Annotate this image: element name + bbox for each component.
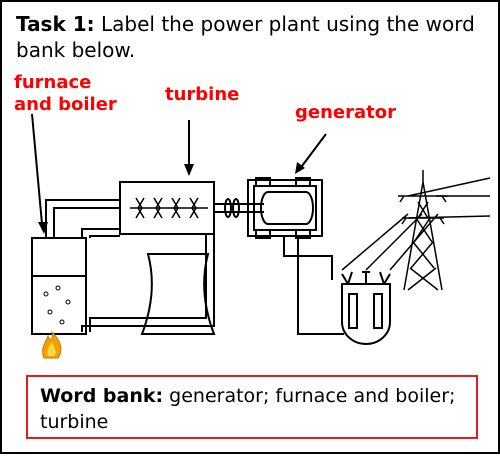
task-instruction: Task 1: Label the power plant using the … [16,11,486,63]
boiler [31,237,87,335]
word-bank-text: generator; furnace and boiler; turbine [40,385,456,433]
label-turbine: turbine [165,84,240,105]
generator [247,177,323,239]
boiler-bubbles [43,285,71,325]
pylon-icon [398,170,448,291]
cooling-tower [140,253,216,335]
transformer-icon [341,271,391,345]
label-furnace-and-boiler: furnace and boiler [14,72,117,115]
word-bank: Word bank: generator; furnace and boiler… [26,375,478,439]
return-pipe [81,228,120,238]
turbine-blades [130,197,208,219]
turbine-housing [119,181,215,235]
word-bank-lead: Word bank: [40,385,164,407]
arrow-heads [38,162,305,234]
pointer-arrows [31,113,327,225]
task-text: Label the power plant using the word ban… [16,12,475,62]
flame-icon [42,330,62,359]
task-lead: Task 1: [16,12,95,36]
label-generator: generator [295,102,396,123]
output-wire [297,236,344,335]
output-wire [283,236,333,280]
shaft [214,198,264,218]
